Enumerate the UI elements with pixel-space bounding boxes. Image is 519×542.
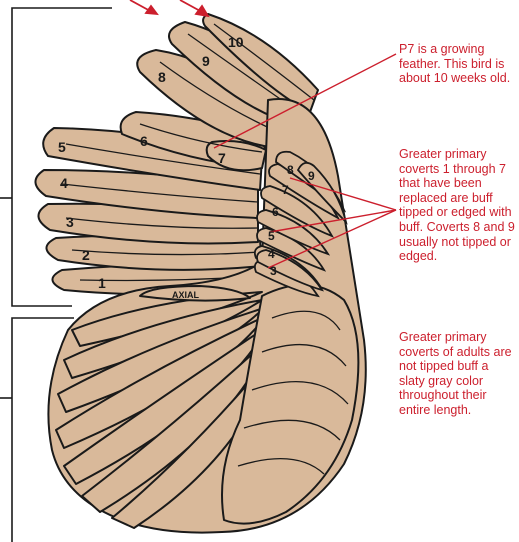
primary-label-9: 9 — [202, 53, 210, 69]
covert-label-5: 5 — [268, 229, 275, 243]
primary-label-2: 2 — [82, 247, 90, 263]
annotation-p7: P7 is a growing feather. This bird is ab… — [399, 42, 517, 86]
primary-label-5: 5 — [58, 139, 66, 155]
covert-label-7: 7 — [282, 183, 289, 197]
covert-label-6: 6 — [272, 205, 279, 219]
covert-label-9: 9 — [308, 169, 315, 183]
primary-label-4: 4 — [60, 175, 68, 191]
covert-label-4: 4 — [268, 247, 275, 261]
primary-label-1: 1 — [98, 275, 106, 291]
primary-label-8: 8 — [158, 69, 166, 85]
primary-label-7: 7 — [218, 150, 226, 166]
covert-label-3: 3 — [270, 264, 277, 278]
primary-label-3: 3 — [66, 214, 74, 230]
annotation-adults: Greater primary coverts of adults are no… — [399, 330, 517, 418]
covert-label-8: 8 — [287, 163, 294, 177]
primary-label-6: 6 — [140, 133, 148, 149]
annotation-coverts: Greater primary coverts 1 through 7 that… — [399, 147, 517, 264]
axial-label: AXIAL — [172, 290, 200, 300]
top-arrows — [130, 0, 208, 16]
primary-label-10: 10 — [228, 34, 244, 50]
